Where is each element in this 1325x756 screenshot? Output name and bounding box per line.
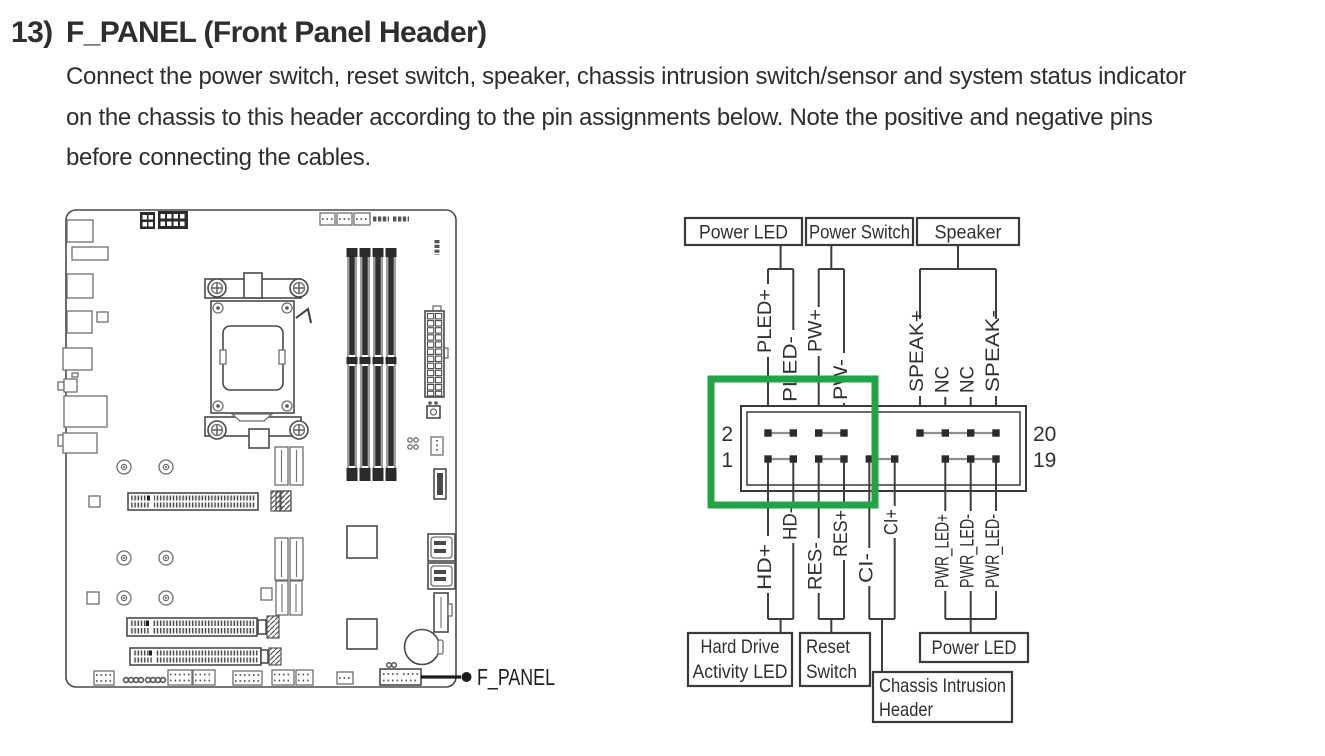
fan-headers-top	[319, 212, 440, 255]
f-panel-header	[379, 661, 422, 686]
chipset-block-2	[346, 618, 378, 650]
chassis-box-label-line1: Chassis Intrusion	[879, 675, 1006, 697]
pin-label-pw-plus: PW+	[806, 309, 827, 352]
chipset-block	[346, 525, 378, 559]
power-led-box	[683, 216, 804, 247]
pin-number-20: 20	[1033, 423, 1056, 446]
pin-assignment-diagram: Power LED Power Switch Speaker PLED+	[683, 216, 1056, 724]
f-panel-callout-label: F_PANEL	[477, 664, 555, 690]
dimm-slots	[346, 248, 397, 481]
body-paragraph: Connect the power switch, reset switch, …	[66, 57, 1186, 179]
reset-switch-box	[798, 631, 872, 688]
chassis-box-label-line2: Header	[879, 699, 933, 721]
pin-number-19: 19	[1033, 449, 1056, 472]
section-number: 13)	[11, 16, 53, 49]
highlight-frame	[707, 375, 879, 509]
sata-connectors	[427, 533, 456, 590]
body-line: before connecting the cables.	[66, 144, 371, 171]
callout-dot	[461, 672, 472, 682]
power-switch-box-label: Power Switch	[809, 222, 910, 244]
cpu-power-connectors	[140, 211, 188, 229]
header-outline	[740, 405, 1027, 492]
power-switch-box	[804, 216, 915, 247]
header-inner-outline	[746, 411, 1021, 486]
pin-label-speak-plus: SPEAK+	[907, 310, 928, 392]
pin-label-pwr-led-minus-2: PWR_LED-	[983, 514, 1004, 588]
pin-label-pwr-led-minus-1: PWR_LED-	[958, 514, 979, 588]
reset-box-label-line1: Reset	[806, 636, 850, 658]
atx-24pin-connector	[424, 305, 449, 419]
header-pins	[764, 429, 1000, 463]
pin-label-hd-minus: HD-	[780, 507, 801, 540]
pin-label-pled-plus: PLED+	[755, 289, 776, 353]
hard-drive-box-label-line1: Hard Drive	[701, 636, 780, 658]
pin-number-1: 1	[721, 449, 733, 472]
pin-label-ci-minus: CI-	[856, 553, 877, 583]
power-led-bottom-box	[918, 631, 1030, 664]
power-led-bottom-box-label: Power LED	[932, 637, 1017, 659]
page-title: F_PANEL (Front Panel Header)	[66, 16, 487, 49]
top-wiring	[767, 245, 997, 430]
bottom-headers	[93, 669, 354, 686]
cpu-socket	[204, 272, 312, 449]
pcie-slots	[126, 490, 292, 666]
cmos-battery	[403, 628, 444, 666]
pin-label-speak-minus: SPEAK-	[983, 310, 1004, 392]
top-pin-labels: PLED+ PLED- PW+ PW- SPEAK+ NC NC SPEAK-	[755, 289, 1004, 402]
pin-label-nc-2: NC	[958, 366, 979, 393]
body-line: on the chassis to this header according …	[66, 103, 1153, 131]
screw-holes	[86, 459, 273, 606]
speaker-box	[915, 216, 1021, 247]
hard-drive-activity-led-box	[686, 631, 794, 688]
f-panel-callout: F_PANEL	[421, 664, 555, 690]
body-line: Connect the power switch, reset switch, …	[66, 63, 1187, 90]
pin-label-nc-1: NC	[932, 366, 953, 393]
rear-io-ports	[57, 219, 109, 454]
bottom-pin-labels: HD+ HD- RES- RES+ CI- CI+ PWR_LED+ PWR_L…	[755, 507, 1004, 590]
hard-drive-box-label-line2: Activity LED	[693, 661, 788, 683]
pin-label-hd-plus: HD+	[755, 544, 776, 590]
chassis-intrusion-header-box	[871, 670, 1014, 724]
bottom-wiring	[767, 462, 997, 672]
pin-label-res-plus: RES+	[831, 510, 852, 557]
motherboard-diagram: F_PANEL	[57, 209, 555, 690]
power-led-box-label: Power LED	[699, 222, 788, 244]
pin-label-pwr-led-plus: PWR_LED+	[932, 514, 953, 588]
pin-label-res-minus: RES-	[806, 542, 827, 590]
pin-label-pled-minus: PLED-	[780, 336, 801, 402]
pin-number-2: 2	[721, 423, 733, 446]
speaker-box-label: Speaker	[935, 222, 1002, 244]
right-edge-connectors	[407, 436, 453, 633]
reset-box-label-line2: Switch	[806, 661, 857, 683]
pin-label-ci-plus: CI+	[882, 509, 903, 535]
